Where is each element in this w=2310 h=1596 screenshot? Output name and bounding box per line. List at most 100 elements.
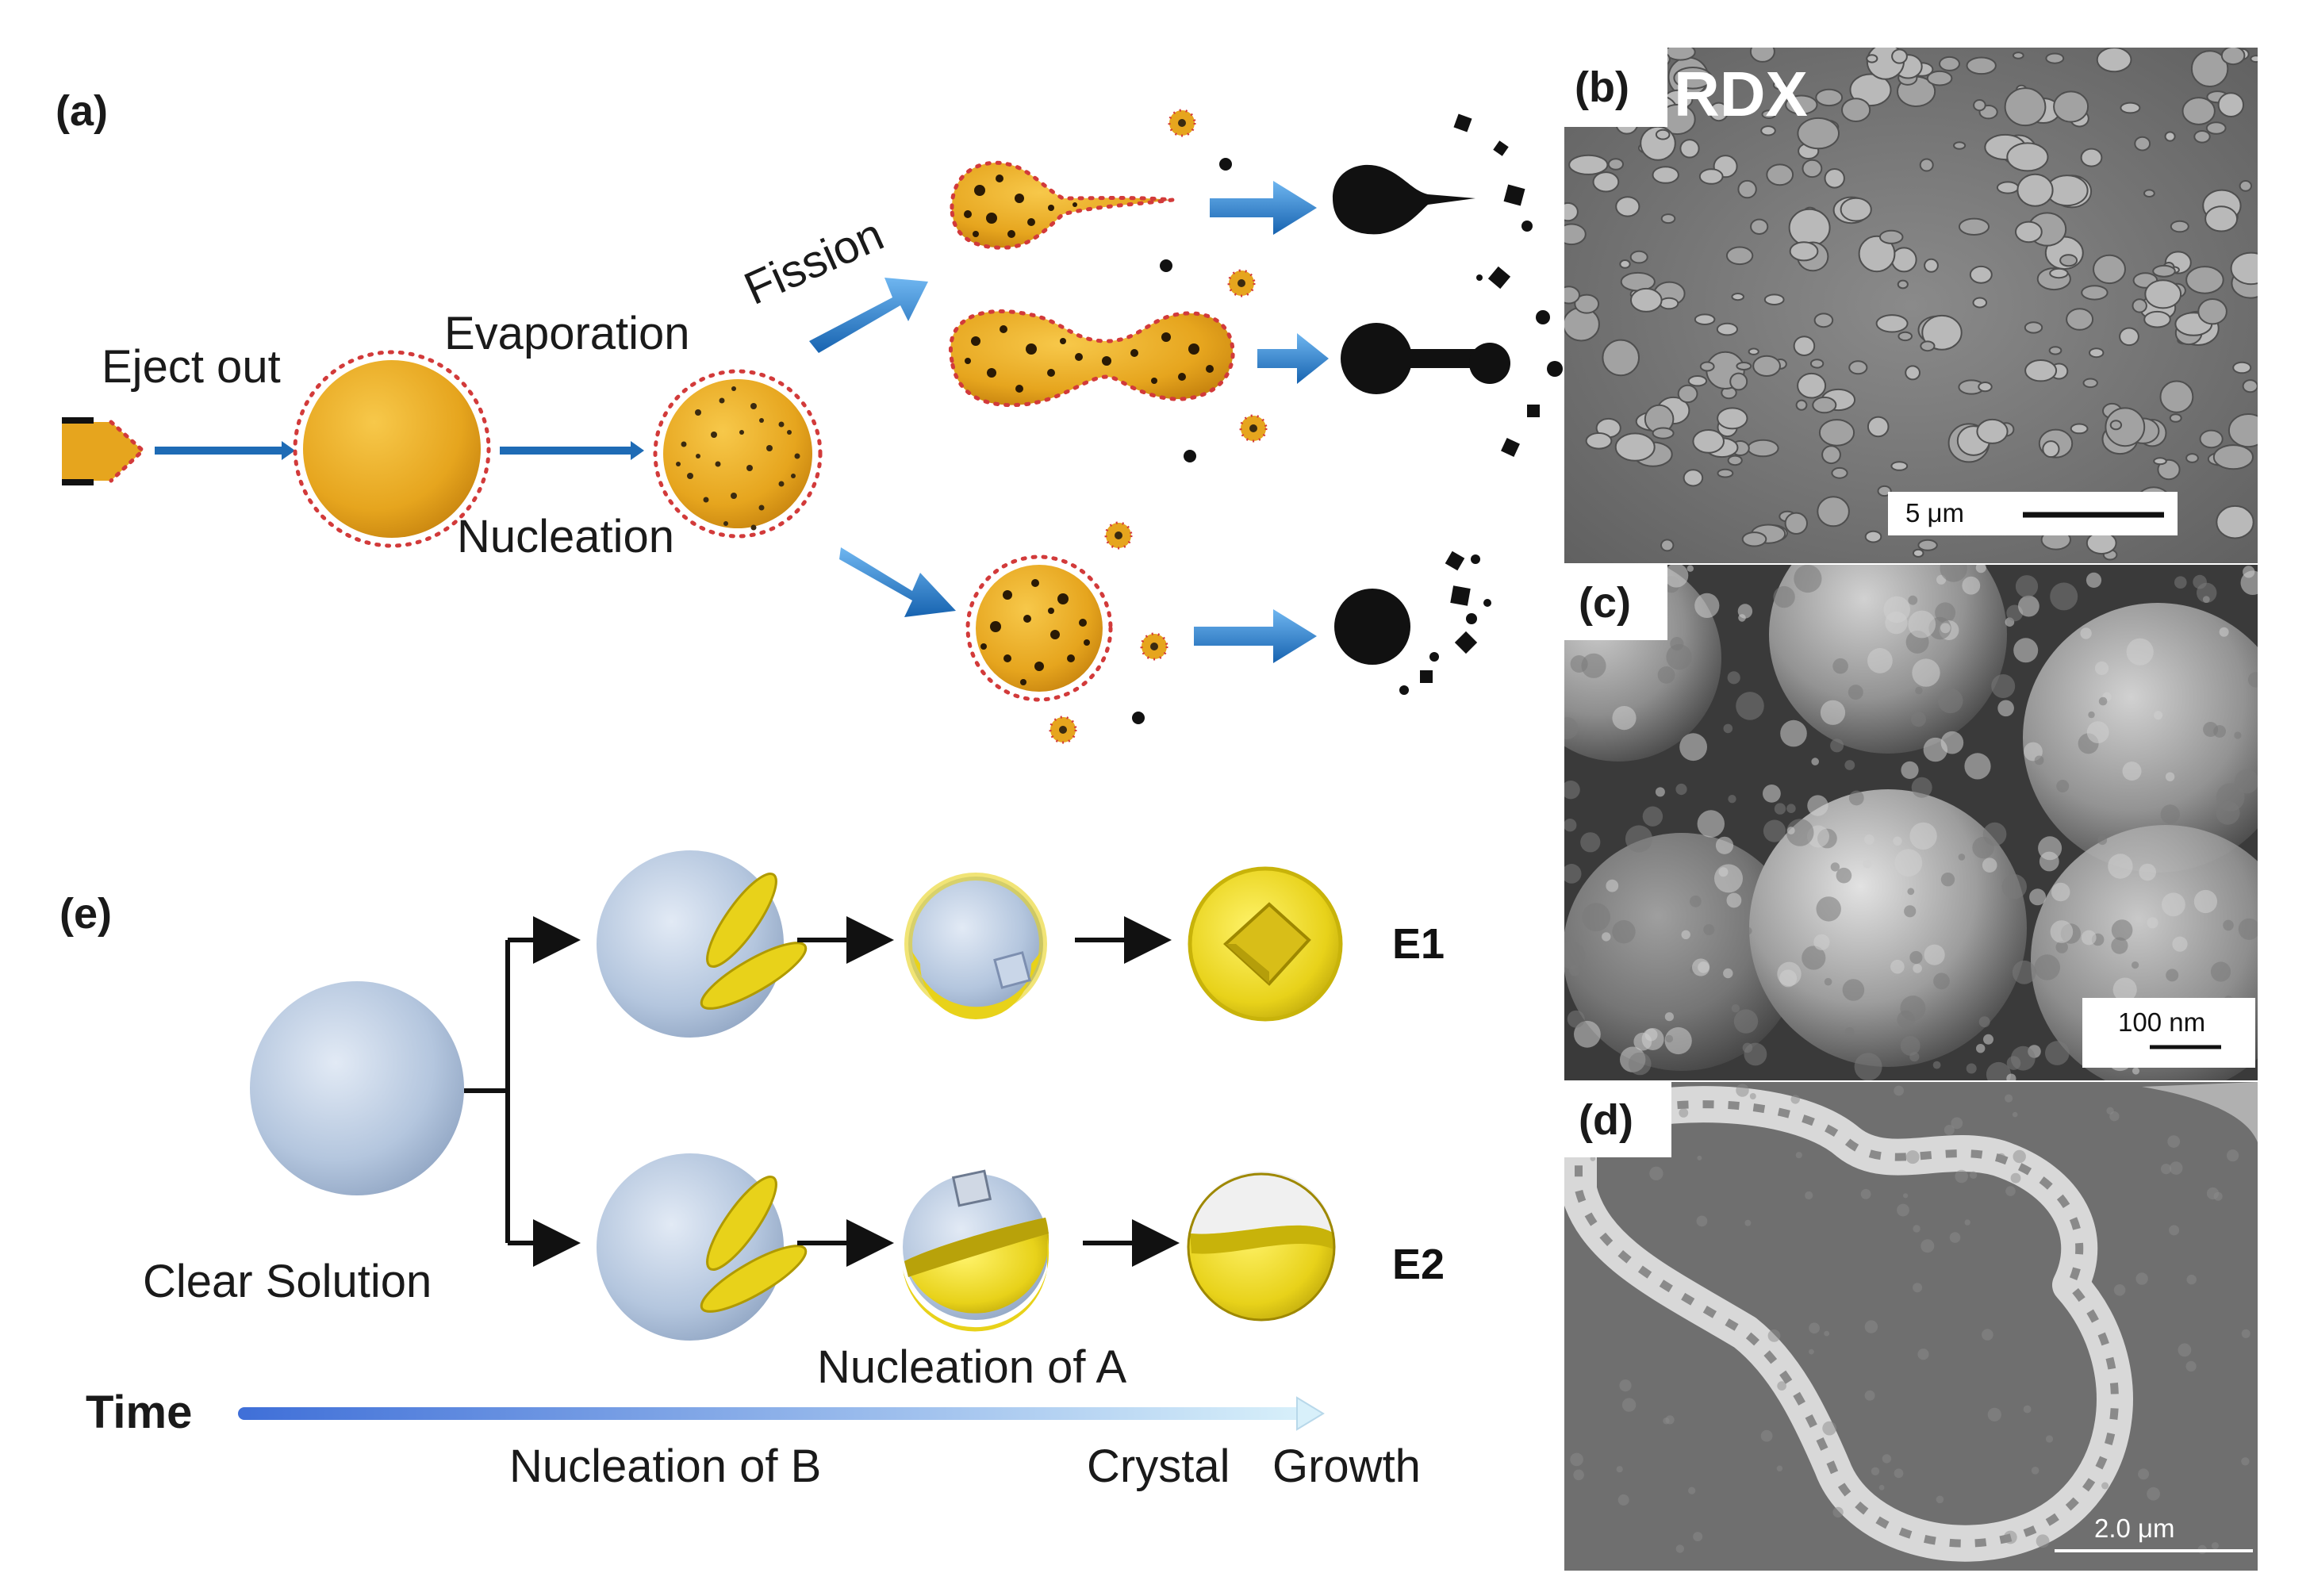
sem-grain bbox=[1878, 1484, 1885, 1490]
sem-particle bbox=[2049, 267, 2069, 279]
sem-grain bbox=[1991, 674, 2016, 698]
sem-grain bbox=[1913, 1283, 1923, 1293]
sem-grain bbox=[2160, 804, 2180, 824]
panel-c-scalebox bbox=[2082, 998, 2255, 1068]
sem-particle bbox=[1958, 217, 1990, 236]
sem-grain bbox=[2247, 672, 2258, 688]
sem-grain bbox=[1736, 692, 1764, 720]
sem-particle bbox=[1972, 297, 1988, 309]
sem-grain bbox=[1723, 723, 1733, 734]
sem-particle bbox=[1687, 375, 1708, 387]
sem-particle bbox=[2082, 378, 2098, 389]
panel-b-material: RDX bbox=[1674, 59, 1808, 129]
sem-grain bbox=[1844, 760, 1855, 770]
growth-label: Growth bbox=[1272, 1441, 1421, 1492]
sem-particle bbox=[2143, 310, 2171, 328]
sem-grain bbox=[1917, 1349, 1929, 1360]
sem-grain bbox=[1649, 1166, 1663, 1181]
sem-grain bbox=[1664, 1026, 1692, 1055]
sem-particle bbox=[1818, 419, 1855, 447]
sem-particle bbox=[1709, 102, 1729, 122]
sem-particle bbox=[2232, 361, 2252, 374]
sem-grain bbox=[2169, 1225, 2180, 1236]
sem-particle bbox=[1585, 432, 1613, 450]
sem-grain bbox=[1675, 783, 1687, 796]
sem-grain bbox=[1805, 1191, 1813, 1200]
nucleation-a-label: Nucleation of A bbox=[817, 1341, 1126, 1393]
sem-particle bbox=[1659, 297, 1679, 310]
sem-particle bbox=[1694, 313, 1716, 326]
sem-grain bbox=[1737, 604, 1753, 619]
sem-particle bbox=[1568, 154, 1609, 175]
sem-grain bbox=[1714, 864, 1743, 893]
sem-grain bbox=[1807, 795, 1828, 816]
sem-particle bbox=[1763, 293, 1785, 306]
sem-grain bbox=[1569, 965, 1580, 976]
sem-particle bbox=[2153, 457, 2167, 466]
sem-grain bbox=[2005, 1186, 2016, 1196]
sem-particle bbox=[1795, 399, 1808, 411]
clear-solution-label: Clear Solution bbox=[143, 1256, 432, 1307]
sem-grain bbox=[2122, 762, 2142, 781]
sem-particle bbox=[1564, 223, 1587, 246]
sem-particle bbox=[1761, 109, 1777, 120]
sem-particle bbox=[1848, 360, 1868, 375]
sem-grain bbox=[2051, 882, 2070, 902]
sem-grain bbox=[1864, 834, 1874, 845]
sem-grain bbox=[2111, 937, 2128, 954]
sem-particle bbox=[1897, 279, 1909, 290]
sem-particle bbox=[1660, 213, 1676, 224]
sem-particle bbox=[2105, 407, 2146, 447]
panel-e-label: (e) bbox=[59, 890, 112, 938]
panel-d-label: (d) bbox=[1579, 1096, 1633, 1144]
sem-grain bbox=[1905, 1150, 1920, 1164]
sem-particle bbox=[1866, 54, 1878, 63]
sem-grain bbox=[2161, 1164, 2172, 1175]
time-label: Time bbox=[86, 1387, 192, 1438]
sem-particle bbox=[2242, 379, 2258, 393]
sem-particle bbox=[1831, 466, 1848, 479]
sem-particle bbox=[1699, 361, 1715, 372]
sem-particle bbox=[2045, 52, 2065, 64]
sem-grain bbox=[2023, 1405, 2032, 1414]
sem-particle bbox=[2089, 347, 2105, 359]
sem-particle bbox=[1784, 512, 1809, 535]
sem-grain bbox=[1602, 932, 1611, 942]
sem-particle bbox=[2109, 420, 2123, 431]
sem-grain bbox=[1936, 1495, 1944, 1504]
sem-particle bbox=[1815, 88, 1844, 107]
sem-grain bbox=[1616, 1466, 1623, 1473]
sem-particle bbox=[1840, 197, 1872, 222]
sem-grain bbox=[2174, 576, 2187, 589]
panel-c-label: (c) bbox=[1579, 579, 1631, 627]
panel-c: (c) 100 nm bbox=[1564, 565, 2258, 1080]
sem-grain bbox=[1567, 1010, 1585, 1028]
sem-particle bbox=[1717, 407, 1748, 430]
panel-d: (d) 2.0 μm bbox=[1564, 1082, 2258, 1571]
sem-grain bbox=[1911, 712, 1926, 727]
sem-particle bbox=[1921, 314, 1963, 351]
sem-particle bbox=[1652, 166, 1679, 184]
sem-grain bbox=[2240, 570, 2258, 595]
sem-grain bbox=[2203, 722, 2219, 737]
sem-grain bbox=[1564, 781, 1580, 800]
sem-grain bbox=[1612, 920, 1636, 944]
sem-grain bbox=[1986, 1061, 2012, 1080]
crystal-label: Crystal bbox=[1087, 1441, 1230, 1492]
sem-grain bbox=[2234, 769, 2258, 794]
sem-grain bbox=[2197, 582, 2217, 603]
sem-grain bbox=[2185, 1360, 2197, 1372]
sem-grain bbox=[2031, 1467, 2039, 1475]
sem-grain bbox=[2013, 638, 2039, 663]
sem-particle bbox=[1766, 163, 1794, 186]
sem-grain bbox=[1723, 968, 1733, 979]
sem-grain bbox=[1824, 1330, 1830, 1337]
sem-grain bbox=[1997, 700, 2014, 717]
sem-grain bbox=[1696, 1215, 1708, 1227]
sem-grain bbox=[1582, 903, 1610, 932]
sem-particle bbox=[2004, 87, 2047, 127]
sem-grain bbox=[1848, 685, 1863, 700]
sem-grain bbox=[1997, 1153, 2006, 1162]
sem-grain bbox=[2154, 711, 2163, 720]
